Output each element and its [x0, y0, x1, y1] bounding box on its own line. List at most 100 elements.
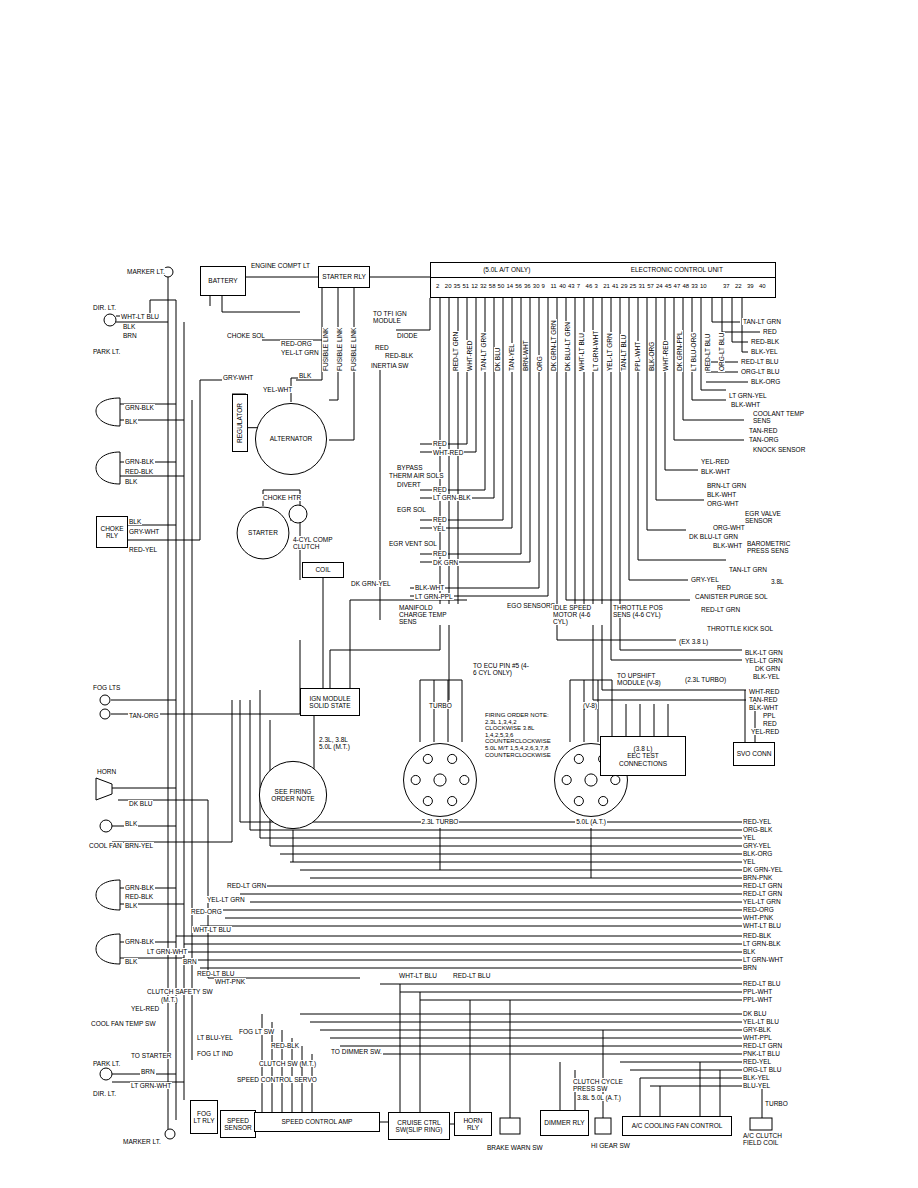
component-name: ELECTRONIC CONTROL UNIT — [631, 266, 723, 273]
switch-box: CRUISE CTRL SW(SLIP RING) — [388, 1112, 450, 1140]
wire-color-label: DK GRN — [754, 665, 781, 672]
wire-color-label: RED — [374, 344, 390, 351]
wire-color-label: YEL-LT BLU — [742, 1018, 780, 1025]
component-name: SVO CONN — [737, 750, 772, 757]
component-label: TO STARTER — [130, 1052, 172, 1059]
wire-color-label: WHT-PNK — [214, 978, 246, 985]
wire-color-label: TURBO — [764, 1100, 789, 1107]
fan-symbol — [100, 820, 112, 832]
wire-color-label: BRN — [122, 332, 138, 339]
circle-outline — [255, 403, 326, 474]
component-label: CANISTER PURGE SOL — [694, 593, 769, 600]
wire-color-label: DK GRN-YEL — [742, 866, 784, 873]
wire-color-label: DK GRN-YEL — [350, 580, 392, 587]
component-label: FOG LT IND — [196, 1050, 234, 1057]
wire-color-label: RED — [432, 486, 448, 493]
component-label: COOL FAN TEMP SW — [90, 1020, 157, 1027]
wire-color-label: ORG-LT BLU — [718, 332, 725, 372]
wire-color-label: RED — [762, 720, 778, 727]
component-label: THROTTLE POS SENS (4-6 CYL) — [612, 604, 666, 618]
component-name: REGULATOR — [236, 403, 243, 443]
component-label: 2.3L, 3.8L 5.0L (M.T.) — [318, 736, 360, 750]
wire-color-label: BRN — [182, 958, 198, 965]
component-label: BRAKE WARN SW — [486, 1144, 544, 1151]
wire-color-label: BLK-ORG — [750, 378, 781, 385]
wire-lines — [420, 680, 755, 742]
pin-number: 12 — [470, 283, 479, 290]
wire-color-label: BLK — [122, 323, 136, 330]
terminal-symbol — [562, 775, 571, 784]
control-unit-box: (5.0L A/T ONLY) ELECTRONIC CONTROL UNIT — [430, 262, 776, 298]
relay-box: CHOKE RLY — [96, 516, 128, 548]
component-label: TO DIMMER SW. — [330, 1048, 383, 1055]
component-name: (5.0L A/T ONLY) — [483, 266, 530, 273]
wire-color-label: WHT-LT BLU — [742, 922, 782, 929]
wire-color-label: RED-LT GRN — [226, 882, 267, 889]
terminal-symbol — [460, 775, 469, 784]
pin-number: 22 — [734, 283, 743, 290]
wire-color-label: YEL-WHT — [262, 386, 293, 393]
pin-number: 37 — [722, 283, 731, 290]
wire-color-label: GRY-YEL — [742, 842, 772, 849]
wire-color-label: PPL-WHT — [742, 988, 773, 995]
wire-color-label: WHT-RED — [748, 688, 780, 695]
circle-outline — [404, 744, 477, 817]
wire-color-label: YEL — [432, 525, 446, 532]
coil-symbol — [750, 1118, 772, 1130]
component-label: THERM AIR SOLS — [388, 472, 445, 479]
component-label: A/C CLUTCH FIELD COIL — [742, 1132, 794, 1146]
wire-color-label: TAN-LT GRN — [480, 332, 487, 372]
component-label: DIVERT — [396, 481, 422, 488]
component-label: EGR SOL — [396, 506, 427, 513]
terminal-symbol — [423, 796, 432, 805]
wire-color-label: RED-BLK — [124, 893, 154, 900]
pin-number: 46 — [585, 283, 594, 290]
component-label: (M.T.) — [160, 996, 179, 1003]
component-label: TO ECU PIN #5 (4-6 CYL ONLY) — [472, 662, 532, 676]
pin-number: 11 — [549, 283, 557, 290]
component-label: COOL FAN — [88, 842, 123, 849]
wire-color-label: LT GRN-WHT — [592, 330, 599, 372]
pin-number: 20 — [444, 283, 453, 290]
wire-color-label: BLK — [742, 948, 756, 955]
wire-color-label: ORG-LT BLU — [740, 368, 780, 375]
wire-connector — [246, 277, 318, 278]
connector-box: (3.8 L)EEC TEST CONNECTIONS — [600, 736, 686, 776]
wire-color-label: BLK-WHT — [700, 468, 731, 475]
component-name: (3.8 L) — [634, 745, 653, 752]
wire-color-label: GRN-BLK — [124, 458, 155, 465]
wire-color-label: RED-YEL — [128, 546, 158, 553]
wire-color-label: GRN-BLK — [124, 404, 155, 411]
wire-color-label: RED — [432, 550, 448, 557]
terminal-symbol — [423, 754, 432, 763]
wire-color-label: WHT-LT BLU — [578, 332, 585, 372]
wire-color-label: TAN-LT BLU — [620, 334, 627, 372]
pin-number: 2 — [435, 283, 440, 290]
wire-connector — [380, 1122, 388, 1123]
wire-color-label: WHT-PPL — [742, 1034, 773, 1041]
pin-number: 10 — [699, 283, 708, 290]
wire-color-label: PPL-WHT — [742, 996, 773, 1003]
wire-color-label: BLK — [124, 820, 138, 827]
wire-color-label: RED — [432, 440, 448, 447]
wire-color-label: BLU-YEL — [742, 1082, 771, 1089]
wire-color-label: BLK-LT GRN — [744, 649, 784, 656]
wire-color-label: YEL — [742, 858, 756, 865]
pin-number: 50 — [497, 283, 506, 290]
wire-color-label: RED-LT GRN — [742, 882, 783, 889]
wire-color-label: FUSIBLE LINK — [336, 327, 343, 372]
relay-box: HORN RLY — [454, 1112, 492, 1136]
wire-color-label: RED-YEL — [742, 1058, 772, 1065]
amplifier-box: SPEED CONTROL AMP — [254, 1112, 380, 1132]
wire-color-label: RED-BLK — [270, 1042, 300, 1049]
relay-box: DIMMER RLY — [540, 1110, 589, 1136]
wire-color-label: RED-BLK — [124, 468, 154, 475]
component-label: DIR. LT. — [92, 304, 117, 311]
wire-color-label: LT GRN-WHT — [742, 956, 784, 963]
wire-color-label: LT GRN-WHT — [130, 1082, 172, 1089]
component-label: (EX 3.8 L) — [678, 638, 709, 645]
wire-color-label: RED-ORG — [742, 906, 775, 913]
wire-color-label: RED-BLK — [742, 932, 772, 939]
wire-lines — [210, 277, 467, 716]
